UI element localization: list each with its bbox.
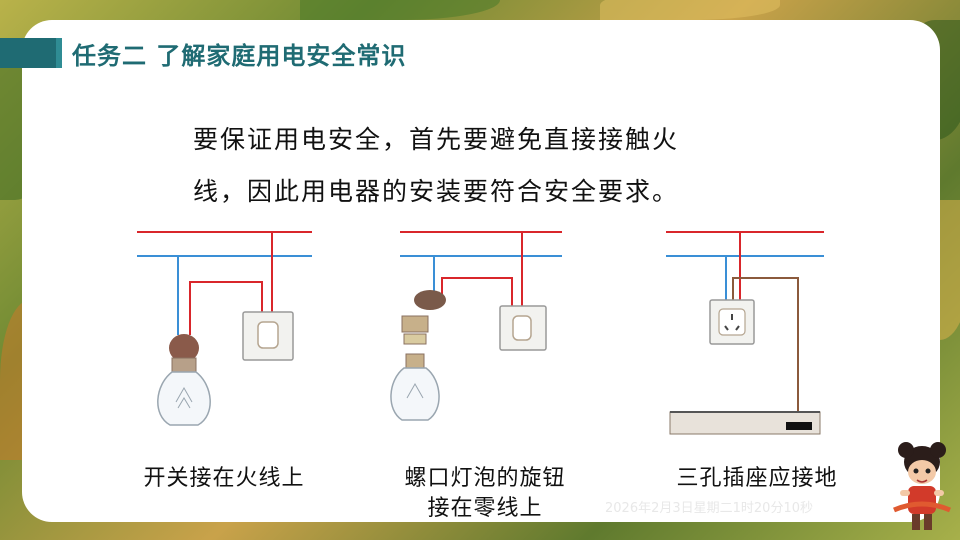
three-hole-socket-icon — [709, 299, 755, 345]
diagram-switch — [137, 231, 312, 426]
title-accent-light — [56, 38, 62, 68]
wall-switch-icon — [499, 305, 547, 351]
mascot-icon — [893, 442, 951, 530]
caption-screw-bulb-line-2: 接在零线上 — [427, 496, 543, 521]
diagram-three-hole-socket — [666, 231, 824, 435]
screw-bulb-icon — [390, 290, 446, 421]
content-card — [22, 20, 940, 522]
diagram-screw-bulb — [390, 231, 562, 421]
caption-switch: 开关接在火线上 — [143, 466, 305, 491]
light-bulb-icon — [157, 334, 211, 426]
timestamp: 2026年2月3日星期二1时20分10秒 — [605, 501, 813, 516]
wall-switch-icon — [242, 311, 294, 361]
paragraph-line-1: 要保证用电安全，首先要避免直接接触火 — [193, 125, 680, 154]
page-title: 任务二 了解家庭用电安全常识 — [72, 42, 407, 70]
title-accent — [0, 38, 56, 68]
caption-socket: 三孔插座应接地 — [676, 466, 838, 491]
paragraph-line-2: 线，因此用电器的安装要符合安全要求。 — [193, 177, 680, 206]
caption-screw-bulb-line-1: 螺口灯泡的旋钮 — [404, 466, 566, 491]
